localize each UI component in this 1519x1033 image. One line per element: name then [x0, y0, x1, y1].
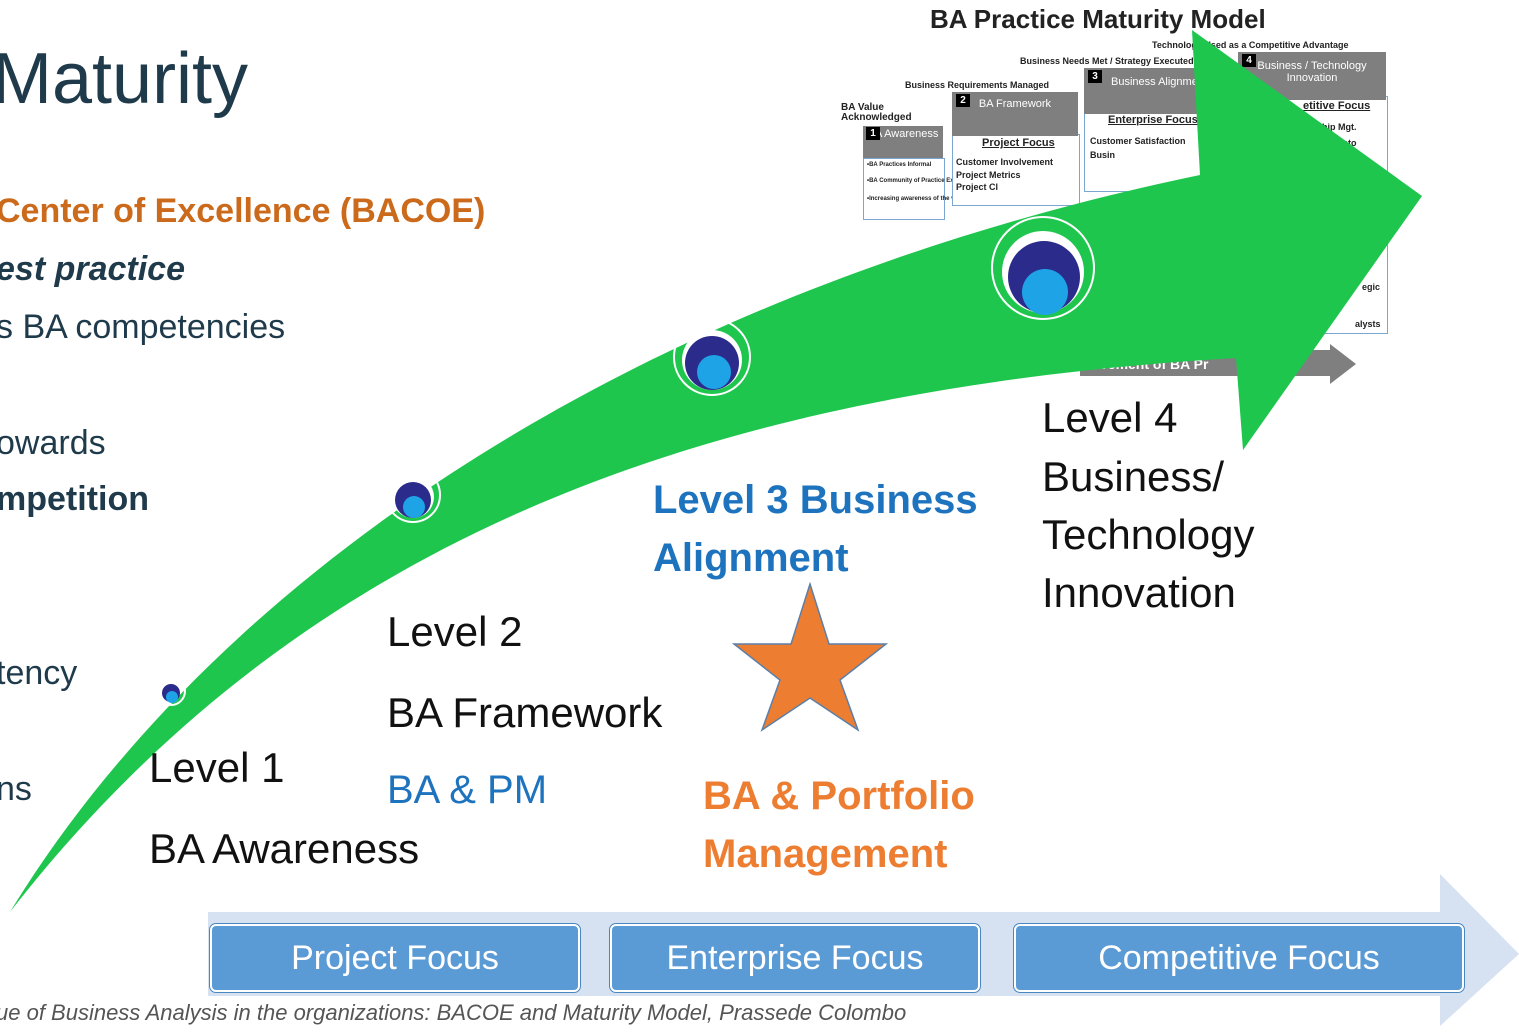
bullet-competency: tency: [0, 654, 78, 692]
mm-col3-item-1: Customer Satisfaction: [1090, 136, 1186, 146]
slide-title: Maturity: [0, 39, 249, 119]
mm-col2-item-3: Project Cl: [956, 182, 999, 192]
bullet-organizations: ns: [0, 770, 32, 808]
bullet-competencies: s BA competencies: [0, 308, 286, 346]
level4-name-2: Technology: [1042, 511, 1255, 558]
mm-col4-item-1: hip Mgt.: [1322, 122, 1357, 132]
level3-sub-2: Management: [703, 832, 948, 876]
mm-column-2-focus: Project Focus: [982, 137, 1055, 149]
level3-name: Alignment: [653, 536, 849, 580]
caption-requirements: Business Requirements Managed: [905, 80, 1050, 90]
caption-needs-met: Business Needs Met / Strategy Executed: [1020, 56, 1194, 66]
level3-sub-1: BA & Portfolio: [703, 774, 975, 818]
bullet-bacoe: Center of Excellence (BACOE): [0, 192, 486, 230]
star-icon: [731, 582, 889, 732]
mm-col2-item-1: Customer Involvement: [956, 157, 1054, 167]
mm-col1-item-3: •Increasing awareness of the value of BA: [867, 196, 985, 202]
focus-enterprise: Enterprise Focus: [610, 924, 980, 992]
bullet-competition: mpetition: [0, 480, 149, 518]
mm-column-3-focus: Enterprise Focus: [1108, 114, 1198, 126]
level2-name: BA Framework: [387, 689, 663, 736]
caption-ba-value: BA Value Acknowledged: [841, 102, 912, 123]
mm-column-4-focus: etitive Focus: [1303, 100, 1371, 112]
maturity-model-title: BA Practice Maturity Model: [930, 4, 1266, 34]
level1-title: Level 1: [149, 744, 285, 791]
ring-level-1: [156, 676, 186, 706]
level2-title: Level 2: [387, 608, 523, 655]
mm-col2-item-2: Project Metrics: [956, 170, 1021, 180]
mm-col3-item-2: Busin: [1090, 150, 1116, 160]
ring-level-2: [385, 467, 441, 523]
bullet-best-practice: est practice: [0, 250, 185, 288]
mm-column-2-head: BA Framework: [952, 92, 1078, 136]
mm-column-3-num: 3: [1088, 70, 1102, 83]
level4-title: Level 4: [1042, 394, 1178, 441]
level4-name-3: Innovation: [1042, 569, 1236, 616]
mm-col4-item-4: alysts: [1355, 319, 1381, 329]
ring-level-3: [673, 318, 751, 396]
mm-col1-item-1: •BA Practices Informal: [867, 162, 932, 168]
mm-column-4-num: 4: [1242, 54, 1256, 67]
bullet-towards: owards: [0, 424, 106, 462]
focus-competitive: Competitive Focus: [1014, 924, 1464, 992]
mm-column-1-num: 1: [866, 127, 880, 140]
mm-col1-item-2: •BA Community of Practice Exists: [867, 178, 964, 184]
mm-column-2-num: 2: [956, 94, 970, 107]
level1-name: BA Awareness: [149, 825, 420, 872]
level4-name-1: Business/: [1042, 453, 1225, 500]
focus-project: Project Focus: [210, 924, 580, 992]
source-footnote: ue of Business Analysis in the organizat…: [0, 1000, 907, 1025]
ring-level-4: [991, 216, 1095, 320]
level3-title: Level 3 Business: [653, 478, 978, 522]
mm-col4-item-3: egic: [1362, 282, 1381, 292]
caption-technology: Technology Used as a Competitive Advanta…: [1152, 40, 1349, 50]
level2-sub: BA & PM: [387, 768, 548, 812]
